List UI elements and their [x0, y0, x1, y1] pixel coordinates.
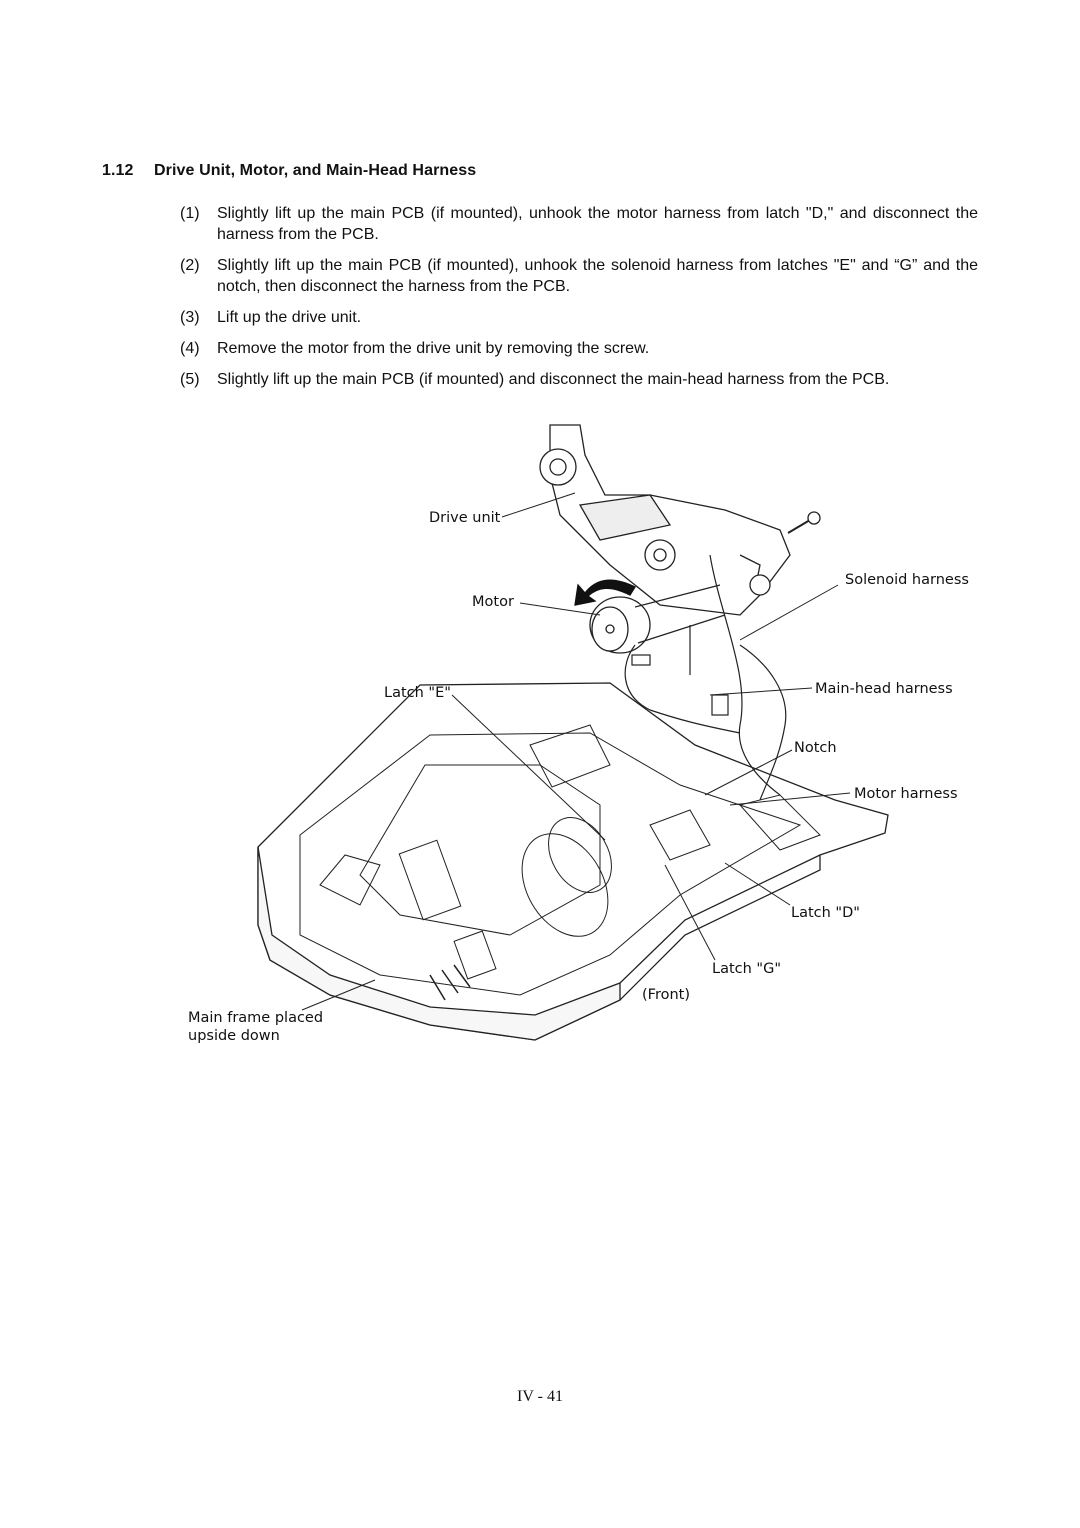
label-main-head-harness: Main-head harness [815, 681, 953, 697]
motor-drawing [589, 584, 726, 654]
step-text: Slightly lift up the main PCB (if mounte… [217, 205, 978, 243]
label-main-frame-line1: Main frame placed [188, 1010, 324, 1026]
section-number: 1.12 [102, 162, 134, 179]
exploded-view-drawing [257, 424, 889, 1041]
step-text: Slightly lift up the main PCB (if mounte… [217, 257, 978, 295]
step-1: (1) Slightly lift up the main PCB (if mo… [180, 203, 978, 245]
step-text: Lift up the drive unit. [217, 309, 362, 326]
label-front: (Front) [642, 987, 690, 1003]
label-drive-unit: Drive unit [429, 510, 501, 526]
step-3: (3) Lift up the drive unit. [180, 307, 978, 328]
label-notch: Notch [794, 740, 837, 756]
page-number: IV - 41 [517, 1388, 563, 1405]
step-text: Remove the motor from the drive unit by … [217, 340, 650, 357]
section-heading: 1.12 Drive Unit, Motor, and Main-Head Har… [102, 162, 476, 180]
procedure-steps: (1) Slightly lift up the main PCB (if mo… [180, 203, 978, 400]
label-latch-e: Latch "E" [384, 685, 451, 701]
leader-lines [301, 492, 851, 1011]
removal-arrow [574, 579, 636, 606]
step-number: (2) [180, 257, 200, 274]
step-text: Slightly lift up the main PCB (if mounte… [217, 371, 890, 388]
label-motor-harness: Motor harness [854, 786, 958, 802]
label-latch-d: Latch "D" [791, 905, 860, 921]
step-2: (2) Slightly lift up the main PCB (if mo… [180, 255, 978, 297]
harness-drawing [624, 554, 787, 801]
step-number: (3) [180, 309, 200, 326]
label-latch-g: Latch "G" [712, 961, 781, 977]
step-5: (5) Slightly lift up the main PCB (if mo… [180, 369, 978, 390]
screw-drawing [787, 511, 821, 534]
step-number: (4) [180, 340, 200, 357]
label-motor: Motor [472, 594, 514, 610]
label-main-frame-line2: upside down [188, 1028, 280, 1044]
drive-unit-illustration: Drive unit Solenoid harness Motor Latch … [180, 415, 980, 1055]
label-solenoid-harness: Solenoid harness [845, 572, 969, 588]
section-title: Drive Unit, Motor, and Main-Head Harness [154, 162, 477, 179]
main-frame-drawing [257, 682, 889, 1041]
drive-unit-drawing [539, 424, 791, 616]
step-4: (4) Remove the motor from the drive unit… [180, 338, 978, 359]
step-number: (1) [180, 205, 200, 222]
step-number: (5) [180, 371, 200, 388]
